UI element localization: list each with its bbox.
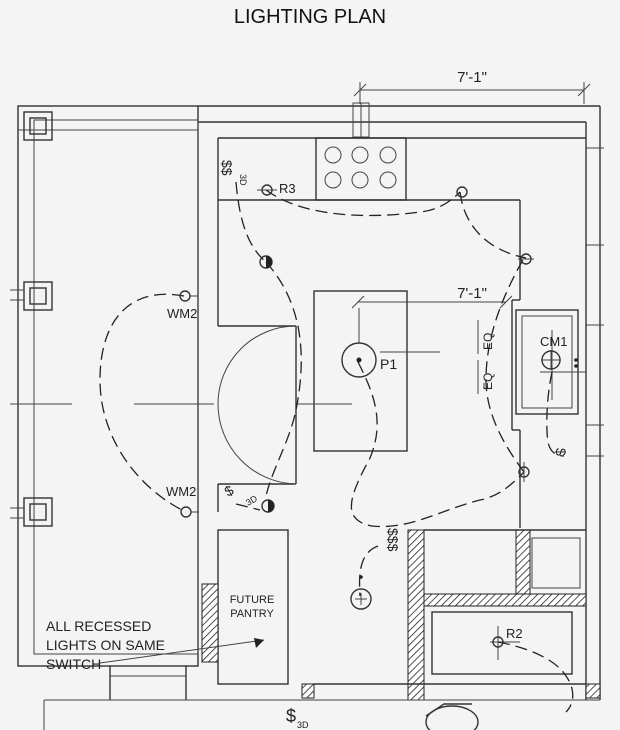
fixture-label-p1: P1 xyxy=(380,356,397,372)
svg-text:3D: 3D xyxy=(238,174,248,186)
wall-light-icon xyxy=(518,462,530,482)
dimension-island-label: 7'-1" xyxy=(457,285,487,302)
pendant-light-p1-icon xyxy=(341,308,377,378)
ceiling-mount-cm1-icon xyxy=(541,350,578,370)
switch-mid-left: $ 3D xyxy=(222,482,260,508)
recessed-light-icon xyxy=(518,253,534,265)
fixture-label-wm2-lower: WM2 xyxy=(166,484,196,499)
ceiling-outlet-icon xyxy=(261,499,275,513)
pantry-label-line1: FUTURE xyxy=(230,594,275,606)
svg-text:EQ: EQ xyxy=(481,333,495,350)
pantry-label: FUTURE PANTRY xyxy=(230,594,275,620)
dimension-top-label: 7'-1" xyxy=(457,69,487,86)
recessed-light-icon xyxy=(456,186,468,198)
svg-text:$: $ xyxy=(286,706,296,726)
note-line3: SWITCH xyxy=(46,656,101,672)
svg-text:3D: 3D xyxy=(297,720,309,730)
svg-text:$$: $$ xyxy=(219,160,235,176)
fixtures: R3 P1 xyxy=(166,181,578,648)
outlet-eq-upper: EQ xyxy=(477,320,495,354)
svg-text:$$$: $$$ xyxy=(385,528,401,552)
wall-light-r3-icon xyxy=(257,184,277,196)
wall-mount-wm2-icon xyxy=(179,290,198,302)
fixture-label-cm1: CM1 xyxy=(540,334,567,349)
svg-text:$: $ xyxy=(553,448,569,456)
switches: $$ 3D $ 3D $ $$$ $ 3D xyxy=(219,160,569,730)
wall-mount-wm2-icon xyxy=(180,506,199,518)
fixture-label-r3: R3 xyxy=(279,181,296,196)
fixture-label-r2: R2 xyxy=(506,626,523,641)
ceiling-outlet-icon xyxy=(259,255,273,269)
dimension-island: 7'-1" xyxy=(351,285,513,309)
recessed-lights-note: ALL RECESSED LIGHTS ON SAME SWITCH xyxy=(46,618,265,672)
plan-title: LIGHTING PLAN xyxy=(233,6,387,28)
exhaust-fan-icon xyxy=(350,575,372,610)
wall-light-r2-icon xyxy=(492,636,504,648)
wiring-runs xyxy=(99,181,574,713)
note-line2: LIGHTS ON SAME xyxy=(46,637,165,653)
svg-text:EQ: EQ xyxy=(481,373,495,390)
centerlines xyxy=(10,330,586,660)
note-line1: ALL RECESSED xyxy=(46,618,151,634)
svg-text:3D: 3D xyxy=(244,493,259,508)
switch-right: $ xyxy=(553,448,569,456)
walls xyxy=(10,102,604,730)
pantry-label-line2: PANTRY xyxy=(230,608,274,620)
switch-bottom: $ 3D xyxy=(286,706,309,730)
fixture-label-wm2-upper: WM2 xyxy=(167,306,197,321)
outlet-eq-lower: EQ xyxy=(477,360,495,394)
switch-top-left: $$ 3D xyxy=(219,160,248,186)
dimension-top: 7'-1" xyxy=(353,69,591,104)
switch-center-triple: $$$ xyxy=(385,528,401,552)
